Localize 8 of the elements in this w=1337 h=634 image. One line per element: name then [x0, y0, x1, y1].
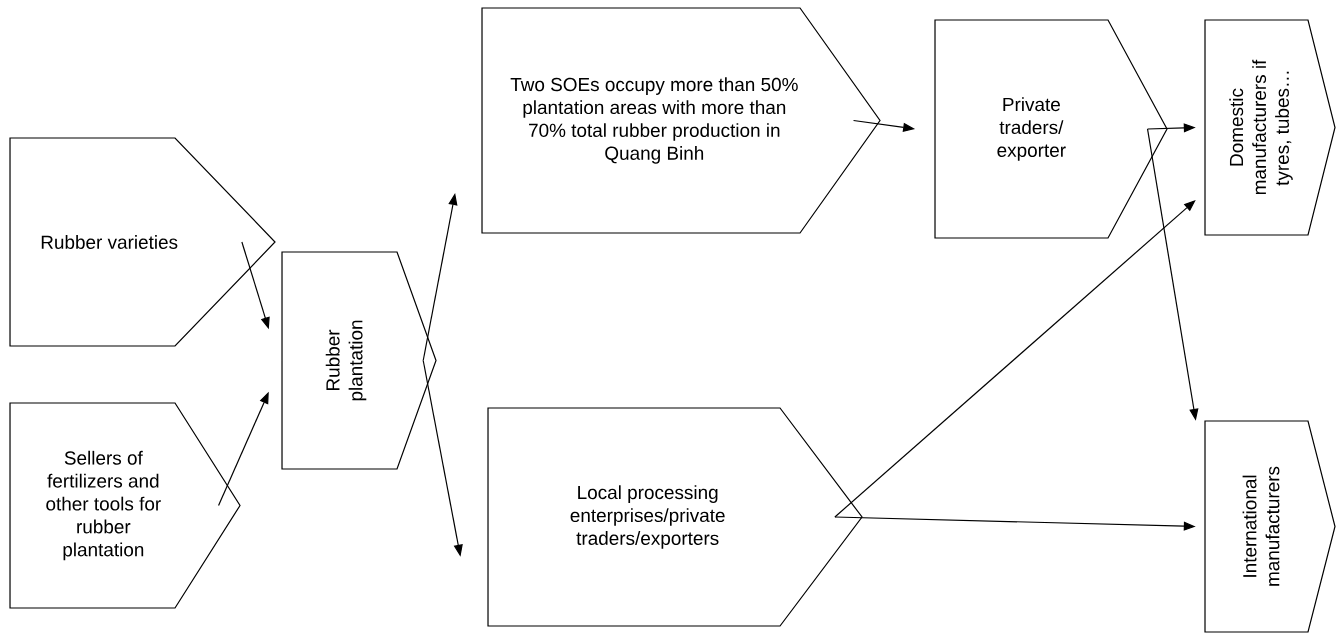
process-pentagon: Sellers of fertilizers and other tools for rubber plantation [9, 402, 241, 609]
process-pentagon: International manufacturers [1204, 420, 1336, 633]
process-pentagon: Rubber plantation [281, 251, 437, 470]
process-pentagon: Domestic manufacturers if tyres, tubes… [1204, 19, 1336, 236]
process-pentagon: Two SOEs occupy more than 50% plantation areas with more than 70% total rubber production in Quang Binh [481, 7, 881, 234]
process-pentagon: Local processing enterprises/private traders/exporters [487, 407, 863, 627]
process-pentagon: Private traders/ exporter [934, 19, 1168, 239]
process-pentagon: Rubber varieties [9, 137, 276, 347]
